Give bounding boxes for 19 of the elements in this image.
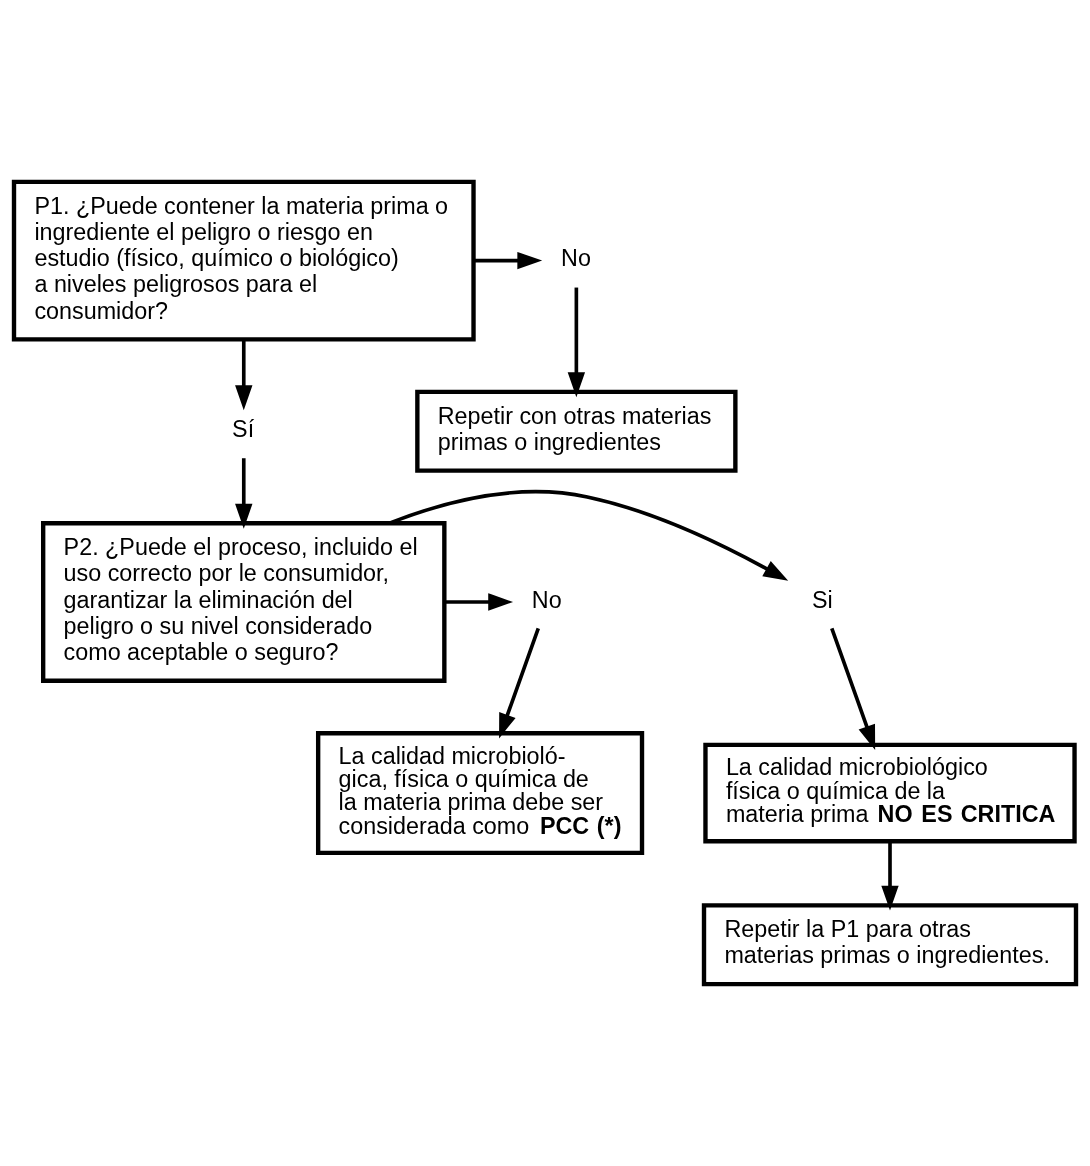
arrow [444,593,514,611]
node-box: Repetir con otras materias primas o ingredientes [415,389,738,473]
arrow [830,627,876,750]
arrow [388,490,789,581]
node-text: No [561,245,591,272]
node-box: P1. ¿Puede contener la materia prima o ingrediente el peligro o riesgo en estudio (físico, químico o biológico) a niveles peligrosos para el consumidor? [11,179,476,342]
arrow [473,251,543,270]
arrow [235,339,253,411]
arrow [881,841,899,911]
arrow [235,458,253,529]
node-box: La calidad microbiológico física o química de la materia prima NO ES CRITICA [703,742,1077,844]
node-box: P2. ¿Puede el proceso, incluido el uso correcto por le consumidor, garantizar la eliminación del peligro o su nivel considerado como aceptable o seguro? [41,521,447,683]
arrow [567,287,586,398]
node-text: No [531,586,562,613]
node-box: La calidad microbioló- gica, física o química de la materia prima debe ser considerada como PCC (*) [315,731,645,856]
node-box: Repetir la P1 para otras materias primas o ingredientes. [701,903,1079,987]
arrow [499,627,540,739]
node-text: Sí [232,415,255,442]
node-text: Si [811,586,833,613]
